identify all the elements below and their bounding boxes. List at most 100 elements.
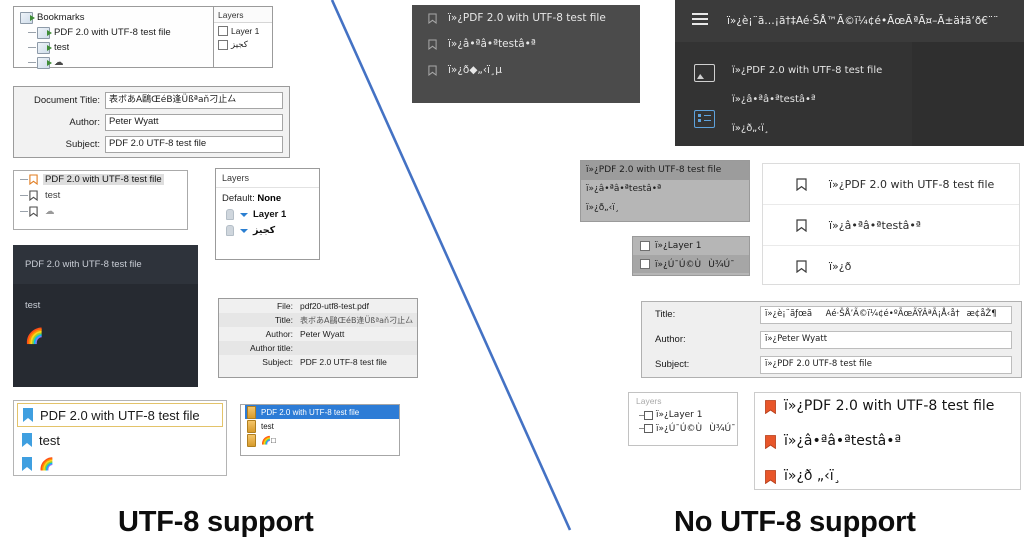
layer-item[interactable]: Layer 1 — [216, 204, 319, 220]
bookmark-item-label-emoji: 🌈 — [39, 457, 54, 471]
bookmark-item[interactable]: ï»¿ð„‹ï¸ — [581, 199, 749, 218]
checkbox-icon[interactable] — [640, 241, 650, 251]
list-item[interactable]: 🌈□ — [247, 433, 399, 447]
bookmark-icon — [29, 190, 38, 201]
bookmark-item[interactable]: ï»¿ð „‹ï¸ — [755, 463, 1020, 498]
subject-field[interactable]: PDF 2.0 UTF-8 test file — [105, 136, 283, 153]
metadata-author-row: Author: ï»¿Peter Wyatt — [642, 327, 1021, 352]
bookmark-item[interactable]: ï»¿PDF 2.0 with UTF-8 test file — [412, 5, 640, 31]
dark-reader-item-emoji[interactable]: 🌈 — [13, 311, 198, 345]
metadata-subject-label: Subject: — [642, 359, 760, 370]
layers-default-value: None — [257, 193, 281, 204]
dark-bookmarks-panel[interactable]: ï»¿PDF 2.0 with UTF-8 test file ï»¿â•ªâ•… — [412, 5, 640, 103]
bookmarks-tree-root-label: Bookmarks — [37, 12, 85, 23]
bookmarks-tree-item-label: test — [54, 42, 69, 53]
gray-bookmarks-panel[interactable]: ï»¿PDF 2.0 with UTF-8 test file ï»¿â•ªâ•… — [580, 160, 750, 222]
app-body-line[interactable]: ï»¿PDF 2.0 with UTF-8 test file — [732, 65, 882, 76]
bookmark-item-label: PDF 2.0 with UTF-8 test file — [43, 174, 164, 185]
caption-right: No UTF-8 support — [674, 506, 916, 539]
orange-bookmarks-panel[interactable]: ï»¿PDF 2.0 with UTF-8 test file ï»¿â•ªâ•… — [754, 392, 1021, 490]
checkbox-icon[interactable] — [218, 40, 228, 50]
checkbox-icon[interactable] — [218, 26, 228, 36]
bookmark-item-selected[interactable]: PDF 2.0 with UTF-8 test file — [20, 171, 187, 187]
bookmark-item[interactable]: ï»¿â•ªâ•ªtestâ•ª — [412, 31, 640, 57]
tree-dash — [20, 211, 28, 212]
dark-reader-item[interactable]: test — [13, 284, 198, 311]
bookmarks-list-win[interactable]: PDF 2.0 with UTF-8 test file test 🌈□ — [240, 404, 400, 456]
bookmark-item[interactable]: ï»¿PDF 2.0 with UTF-8 test file — [755, 393, 1020, 428]
bookmark-item-selected[interactable]: PDF 2.0 with UTF-8 test file — [17, 403, 223, 427]
bookmarks-tree-item[interactable]: ☁ — [28, 56, 229, 69]
gray-layers-panel[interactable]: ï»¿Layer 1 ï»¿Ú¯Ú©ÙÙ¾Ú¯ — [632, 236, 750, 276]
bookmarks-tree-panel[interactable]: Bookmarks PDF 2.0 with UTF-8 test file t… — [13, 6, 230, 68]
list-item[interactable]: test — [247, 419, 399, 433]
bookmark-item-label: PDF 2.0 with UTF-8 test file — [40, 408, 200, 423]
bookmarks-outline-panel[interactable]: PDF 2.0 with UTF-8 test file test ☁ — [13, 170, 188, 230]
layers-panel-bottom[interactable]: Layers ï»¿Layer 1 ï»¿Ú¯Ú©ÙÙ¾Ú¯ — [628, 392, 738, 446]
bookmark-item[interactable]: test — [20, 187, 187, 203]
bookmarks-ribbon-panel[interactable]: PDF 2.0 with UTF-8 test file test 🌈 — [13, 400, 227, 476]
metadata-author-label: Author: — [642, 334, 760, 345]
metadata-subject-field[interactable]: ï»¿PDF 2.0 UTF-8 test file — [760, 356, 1012, 374]
app-body-line[interactable]: ï»¿ð„‹ï¸ — [732, 123, 769, 134]
bookmark-item-label: test — [39, 433, 60, 448]
layer-item[interactable]: کجیز — [214, 36, 272, 50]
layer-item[interactable]: ï»¿Layer 1 — [633, 237, 749, 255]
bookmarks-tree-root[interactable]: Bookmarks — [20, 11, 229, 24]
bookmark-item[interactable]: 🌈 — [17, 453, 223, 475]
layer-item-label: ï»¿Layer 1 — [655, 241, 701, 251]
layer-item-selected[interactable]: ï»¿Ú¯Ú©ÙÙ¾Ú¯ — [633, 255, 749, 273]
list-item-label: test — [261, 422, 274, 431]
bookmark-item[interactable]: ï»¿â•ªâ•ªtestâ•ª — [763, 205, 1019, 246]
layers-panel-small-title: Layers — [214, 7, 272, 23]
bookmarks-tree-item[interactable]: test — [28, 41, 229, 54]
checkbox-icon[interactable] — [640, 259, 650, 269]
metadata-panel: Title: ï»¿è¡¨ãƒœãAé·ŠÅ’Ã©ï¼¢é•ºÃœÃŸÂªÃ… — [641, 301, 1022, 378]
bookmark-item-label: ï»¿PDF 2.0 with UTF-8 test file — [784, 398, 994, 414]
metadata-title-field[interactable]: ï»¿è¡¨ãƒœãAé·ŠÅ’Ã©ï¼¢é•ºÃœÃŸÂªÃ¡Å‹å†æ… — [760, 306, 1012, 324]
checkbox-icon[interactable] — [644, 424, 653, 433]
checkbox-icon[interactable] — [644, 411, 653, 420]
hamburger-icon[interactable] — [692, 13, 708, 25]
bookmark-item[interactable]: ï»¿PDF 2.0 with UTF-8 test file — [763, 164, 1019, 205]
layer-item-label: Layer 1 — [231, 26, 259, 36]
list-icon[interactable] — [694, 110, 715, 128]
bookmark-item[interactable]: ï»¿â•ªâ•ªtestâ•ª — [755, 428, 1020, 463]
bookmark-item[interactable]: ☁ — [20, 203, 187, 219]
bookmarks-tree-item[interactable]: PDF 2.0 with UTF-8 test file — [28, 26, 229, 39]
layer-item[interactable]: ï»¿Ú¯Ú©ÙÙ¾Ú¯ — [629, 420, 737, 434]
layer-item[interactable]: Layer 1 — [214, 23, 272, 36]
bookmark-item-label: ï»¿â•ªâ•ªtestâ•ª — [448, 38, 536, 50]
image-icon[interactable] — [694, 64, 715, 82]
subject-row: Subject: PDF 2.0 UTF-8 test file — [14, 136, 283, 153]
dark-reader-header[interactable]: PDF 2.0 with UTF-8 test file — [13, 245, 198, 284]
bookmark-item[interactable]: ï»¿ð — [763, 246, 1019, 286]
layers-panel[interactable]: Layers Default: None Layer 1 کجیز — [215, 168, 320, 260]
author-field[interactable]: Peter Wyatt — [105, 114, 283, 131]
bookmark-item[interactable]: ï»¿â•ªâ•ªtestâ•ª — [581, 180, 749, 199]
lightbulb-icon[interactable] — [226, 225, 234, 236]
app-body-line[interactable]: ï»¿â•ªâ•ªtestâ•ª — [732, 94, 816, 105]
row-value: pdf20-utf8-test.pdf — [298, 301, 417, 311]
bookmark-node-icon — [37, 57, 50, 69]
document-title-row: Document Title: 表ボあA鷗ŒéB逢Üßªaň刁止厶 — [14, 92, 283, 109]
layer-item[interactable]: کجیز — [216, 220, 319, 236]
app-header: ï»¿è¡¨ã…¡ã†‡Aé·ŠÅ™Ã©ï¼¢é•ÃœÃ ªÃ¤–Ã±ä‡ã‘ð… — [675, 0, 1024, 42]
white-bookmarks-panel[interactable]: ï»¿PDF 2.0 with UTF-8 test file ï»¿â•ªâ•… — [762, 163, 1020, 285]
bookmark-item-selected[interactable]: ï»¿PDF 2.0 with UTF-8 test file — [581, 161, 749, 180]
bookmark-item[interactable]: ï»¿ð◆„‹ï¸µ — [412, 57, 640, 83]
bookmark-icon — [765, 470, 776, 484]
layers-panel-small[interactable]: Layers Layer 1 کجیز — [213, 6, 273, 68]
row-value: 表ボあA鷗ŒéB逢Üßªaň刁止厶 — [298, 315, 417, 326]
layers-default-label: Default: — [222, 193, 255, 204]
tree-dash — [20, 179, 28, 180]
list-item-selected[interactable]: PDF 2.0 with UTF-8 test file — [245, 405, 399, 419]
author-row: Author: Peter Wyatt — [14, 114, 283, 131]
lightbulb-icon[interactable] — [226, 209, 234, 220]
metadata-author-field[interactable]: ï»¿Peter Wyatt — [760, 331, 1012, 349]
document-title-field[interactable]: 表ボあA鷗ŒéB逢Üßªaň刁止厶 — [105, 92, 283, 109]
layer-item[interactable]: ï»¿Layer 1 — [629, 408, 737, 420]
bookmark-item[interactable]: test — [17, 429, 223, 451]
document-properties-panel: Document Title: 表ボあA鷗ŒéB逢Üßªaň刁止厶 Author… — [13, 86, 290, 158]
bookmark-item-label: ï»¿PDF 2.0 with UTF-8 test file — [448, 12, 606, 24]
